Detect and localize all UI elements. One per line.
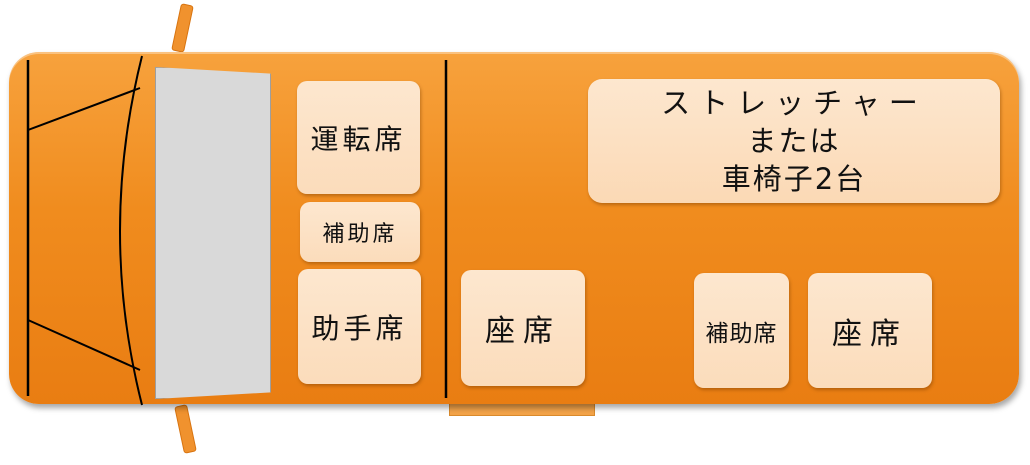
stretcher-wheelchair-area: ストレッチャー または 車椅子2台	[588, 79, 1000, 203]
seat-rear-left-label: 座席	[485, 314, 561, 349]
seat-passenger-label: 助手席	[311, 311, 408, 345]
seat-driver-label: 運転席	[310, 122, 407, 156]
hood-curve	[119, 55, 143, 406]
seat-passenger: 助手席	[298, 269, 421, 384]
seat-auxiliary-front: 補助席	[300, 202, 420, 262]
hood-line-bottom	[27, 319, 141, 371]
seat-rear-right-label: 座席	[832, 316, 908, 352]
hood-line-top	[27, 87, 141, 131]
seat-auxiliary-front-label: 補助席	[322, 222, 398, 247]
side-step	[449, 402, 595, 416]
or-label: または	[747, 124, 841, 158]
seat-driver: 運転席	[297, 81, 420, 194]
stretcher-label: ストレッチャー	[661, 86, 927, 120]
wheelchair-label: 車椅子2台	[721, 162, 867, 196]
seat-rear-right: 座席	[808, 273, 932, 388]
seat-auxiliary-rear-label: 補助席	[705, 320, 778, 347]
windshield	[155, 67, 271, 399]
seat-rear-left: 座席	[461, 270, 585, 386]
seat-auxiliary-rear: 補助席	[694, 273, 789, 388]
